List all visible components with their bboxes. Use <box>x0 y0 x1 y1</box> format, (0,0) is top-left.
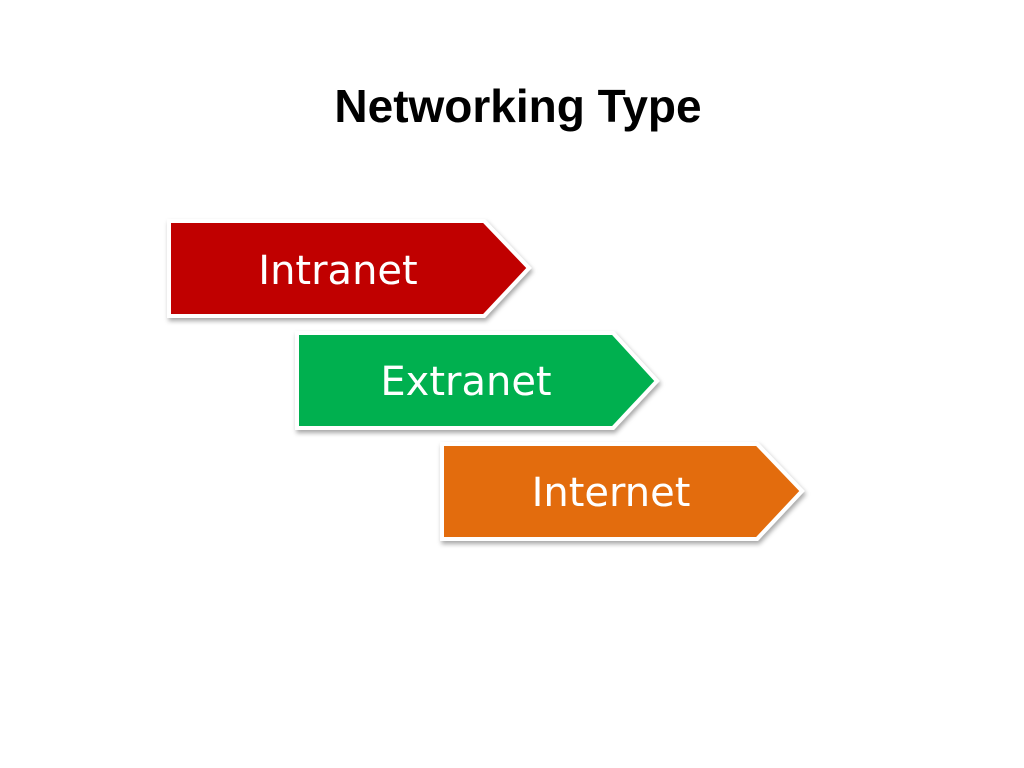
step-intranet-label: Intranet <box>258 248 417 294</box>
step-internet: Internet <box>440 442 805 541</box>
step-intranet: Intranet <box>167 219 532 318</box>
step-internet-arrow <box>440 442 805 541</box>
step-extranet: Extranet <box>295 331 660 430</box>
step-extranet-arrow <box>295 331 660 430</box>
step-intranet-arrow <box>167 219 532 318</box>
step-extranet-label: Extranet <box>380 359 551 405</box>
step-internet-label: Internet <box>532 470 691 516</box>
slide-title: Networking Type <box>334 80 702 132</box>
